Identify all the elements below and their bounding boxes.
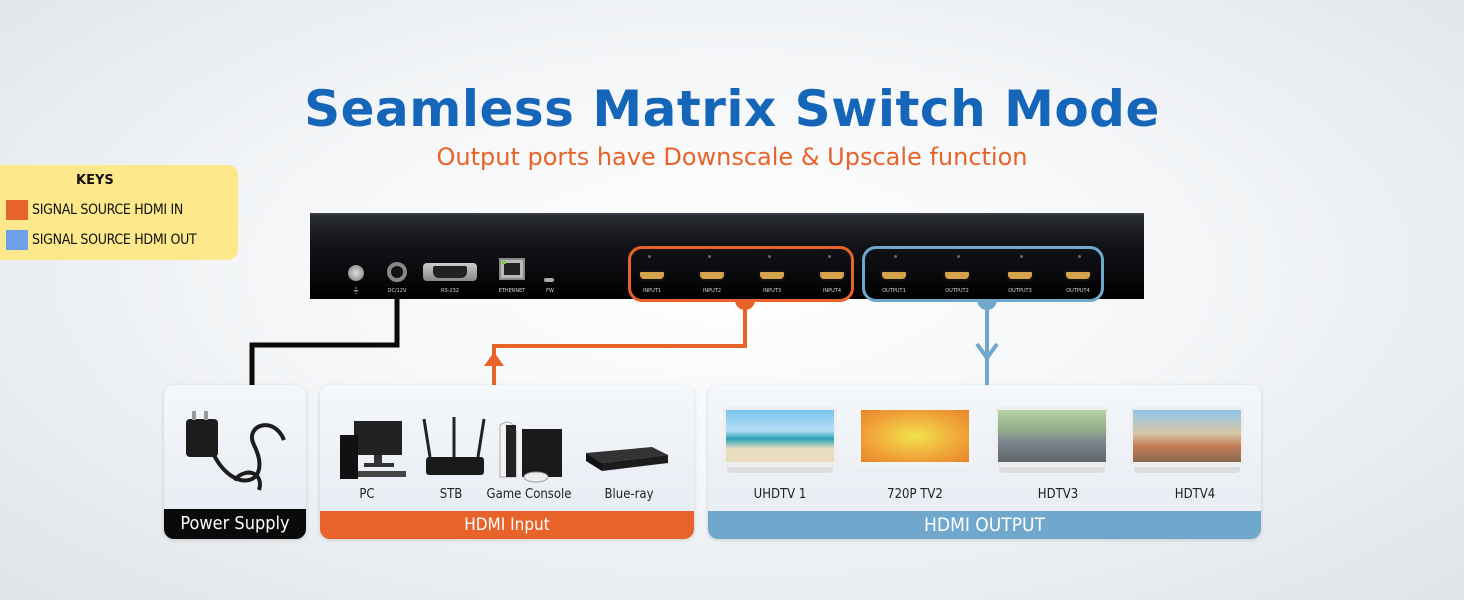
hdmi-output-card: UHDTV 1 720P TV2 HDTV3 HDTV4 HDMI OUTPUT xyxy=(708,385,1261,539)
pc-icon xyxy=(340,421,406,479)
hdmi-input-port-1 xyxy=(638,270,666,281)
tv-caption-4: HDTV4 xyxy=(1174,487,1216,502)
hdmi-input-port-4 xyxy=(818,270,846,281)
matrix-switch-device: ⏚ DC/12V RS-232 ETHERNET FW INPUT1 INPUT… xyxy=(310,213,1144,299)
hdmi-output-label: HDMI OUTPUT xyxy=(708,511,1261,539)
page-subtitle: Output ports have Downscale & Upscale fu… xyxy=(436,143,1028,171)
input-label-2: INPUT2 xyxy=(702,288,722,294)
fw-port-icon xyxy=(544,278,554,282)
hdmi-output-port-1 xyxy=(880,270,908,281)
power-supply-card: Power Supply xyxy=(164,385,306,539)
tv-caption-1: UHDTV 1 xyxy=(753,487,807,502)
device-caption-game-console: Game Console xyxy=(486,487,572,502)
output-arrow-icon xyxy=(975,342,999,362)
ground-screw-icon xyxy=(348,265,364,281)
port-label-rs232: RS-232 xyxy=(441,288,459,294)
tv-caption-2: 720P TV2 xyxy=(887,487,943,502)
rs232-port-icon xyxy=(423,263,477,281)
ethernet-port-icon xyxy=(499,258,525,280)
hdmi-output-port-3 xyxy=(1006,270,1034,281)
legend-item-hdmi-in: SIGNAL SOURCE HDMI IN xyxy=(6,200,183,220)
hdmi-input-label: HDMI Input xyxy=(320,511,694,539)
port-label-fw: FW xyxy=(546,288,554,294)
ground-symbol-icon: ⏚ xyxy=(352,286,360,295)
input-signal-line xyxy=(492,300,747,388)
dc-jack-icon xyxy=(387,262,407,282)
device-caption-pc: PC xyxy=(359,487,375,502)
output-label-4: OUTPUT4 xyxy=(1066,288,1090,294)
output-ports-highlight xyxy=(862,246,1104,302)
input-ports-highlight xyxy=(628,246,854,302)
input-label-3: INPUT3 xyxy=(762,288,782,294)
power-supply-label: Power Supply xyxy=(164,509,306,539)
tv-hdtv4-icon xyxy=(1130,407,1244,473)
legend-item-hdmi-out: SIGNAL SOURCE HDMI OUT xyxy=(6,230,197,250)
tv-hdtv3-icon xyxy=(995,407,1109,473)
tv-uhdtv-icon xyxy=(723,407,837,473)
tv-720p-icon xyxy=(858,407,972,473)
keys-legend: KEYS SIGNAL SOURCE HDMI IN SIGNAL SOURCE… xyxy=(0,165,238,260)
legend-swatch-out xyxy=(6,230,28,250)
input-label-4: INPUT4 xyxy=(822,288,842,294)
device-caption-stb: STB xyxy=(439,487,463,502)
hdmi-output-port-2 xyxy=(943,270,971,281)
output-label-1: OUTPUT1 xyxy=(882,288,906,294)
output-label-2: OUTPUT2 xyxy=(945,288,969,294)
power-adapter-icon xyxy=(186,411,286,491)
game-console-icon xyxy=(499,421,562,483)
port-label-dc: DC/12V xyxy=(387,288,407,294)
output-label-3: OUTPUT3 xyxy=(1008,288,1032,294)
input-label-1: INPUT1 xyxy=(642,288,662,294)
hdmi-output-port-4 xyxy=(1064,270,1092,281)
legend-label-in: SIGNAL SOURCE HDMI IN xyxy=(32,202,184,218)
power-cable-line xyxy=(249,285,400,388)
port-label-ethernet: ETHERNET xyxy=(498,288,526,294)
legend-swatch-in xyxy=(6,200,28,220)
input-arrow-icon xyxy=(484,352,504,366)
hdmi-input-port-3 xyxy=(758,270,786,281)
hdmi-input-card: PC STB Game Console Blue-ray HDMI Input xyxy=(320,385,694,539)
hdmi-input-port-2 xyxy=(698,270,726,281)
tv-caption-3: HDTV3 xyxy=(1037,487,1079,502)
keys-heading: KEYS xyxy=(76,173,114,188)
page-title: Seamless Matrix Switch Mode xyxy=(304,80,1160,138)
legend-label-out: SIGNAL SOURCE HDMI OUT xyxy=(32,232,197,248)
stb-router-icon xyxy=(422,417,486,475)
bluray-player-icon xyxy=(586,447,668,471)
device-caption-bluray: Blue-ray xyxy=(604,487,654,502)
